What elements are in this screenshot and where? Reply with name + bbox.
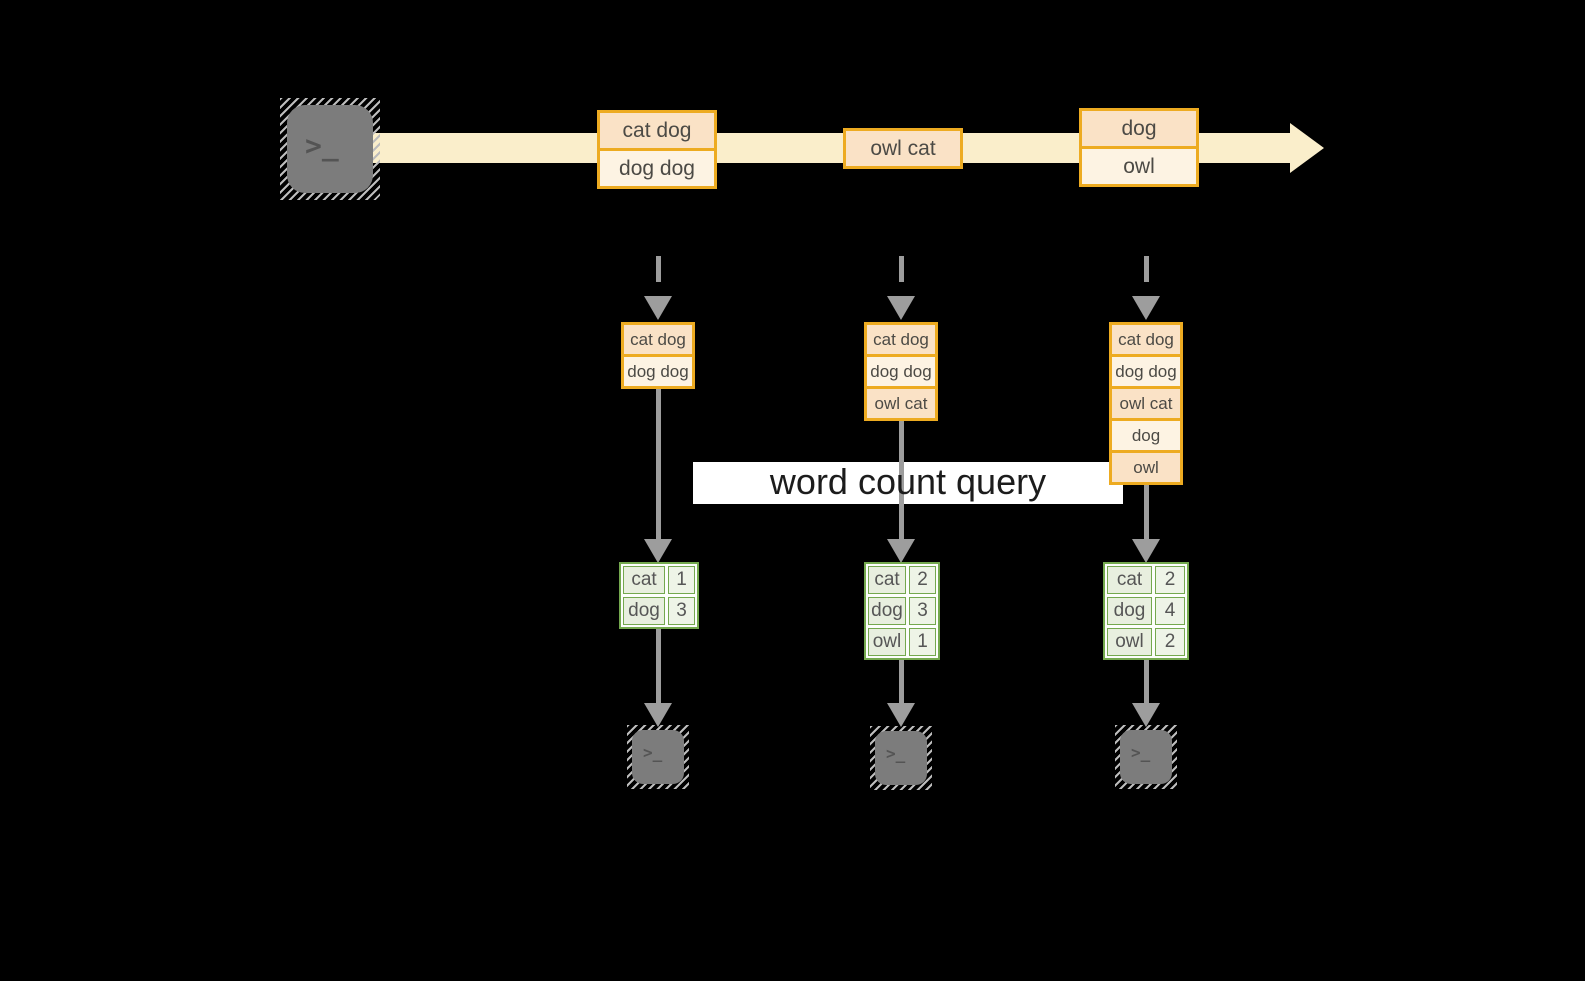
terminal-sink-body: >_ xyxy=(1120,730,1172,784)
result-count-cell: 2 xyxy=(909,566,936,594)
dashed-arrow-head-icon xyxy=(644,296,672,320)
batch-record: owl cat xyxy=(846,131,960,166)
result-word-cell: owl xyxy=(868,628,906,656)
input-record: owl xyxy=(1112,450,1180,482)
arrow-head-icon xyxy=(1132,703,1160,727)
input-record: dog xyxy=(1112,418,1180,450)
result-word-cell: owl xyxy=(1107,628,1152,656)
input-record: owl cat xyxy=(1112,386,1180,418)
terminal-source-body: >_ xyxy=(287,105,373,193)
result-count-cell: 3 xyxy=(909,597,936,625)
terminal-sink-body: >_ xyxy=(632,730,684,784)
arrow-result-to-sink-line xyxy=(898,660,904,703)
input-record: dog dog xyxy=(1112,354,1180,386)
batch-record: dog xyxy=(1082,111,1196,146)
arrow-head-icon xyxy=(1132,539,1160,563)
arrow-head-icon xyxy=(644,703,672,727)
stream-timeline-arrowhead-icon xyxy=(1290,123,1324,173)
terminal-sink-body: >_ xyxy=(875,731,927,785)
terminal-prompt-glyph: >_ xyxy=(305,129,339,162)
result-count-cell: 1 xyxy=(668,566,695,594)
dashed-arrow-head-icon xyxy=(887,296,915,320)
terminal-prompt-glyph: >_ xyxy=(643,743,663,762)
input-record: dog dog xyxy=(624,354,692,386)
result-word-cell: cat xyxy=(868,566,906,594)
arrow-head-icon xyxy=(887,703,915,727)
query-label-wrap: word count query xyxy=(693,458,1123,506)
dashed-arrow-head-icon xyxy=(1132,296,1160,320)
batch-record: owl xyxy=(1082,146,1196,184)
terminal-sink-icon: >_ xyxy=(1115,725,1177,789)
dashed-arrow-line xyxy=(655,256,661,296)
result-count-cell: 4 xyxy=(1155,597,1185,625)
result-word-cell: dog xyxy=(868,597,906,625)
arrow-result-to-sink-line xyxy=(655,629,661,703)
terminal-prompt-glyph: >_ xyxy=(1131,743,1151,762)
input-record: cat dog xyxy=(1112,325,1180,354)
result-count-cell: 2 xyxy=(1155,566,1185,594)
batch-record: cat dog xyxy=(600,113,714,148)
arrow-head-icon xyxy=(887,539,915,563)
query-band xyxy=(693,462,1123,504)
result-word-cell: cat xyxy=(623,566,665,594)
arrow-result-to-sink-line xyxy=(1143,658,1149,703)
input-record: owl cat xyxy=(867,386,935,418)
query-label: word count query xyxy=(769,461,1047,502)
result-word-cell: cat xyxy=(1107,566,1152,594)
arrow-input-to-result-line xyxy=(655,389,661,539)
result-word-cell: dog xyxy=(623,597,665,625)
terminal-prompt-glyph: >_ xyxy=(886,744,906,763)
batch-record: dog dog xyxy=(600,148,714,186)
result-count-cell: 2 xyxy=(1155,628,1185,656)
input-record: dog dog xyxy=(867,354,935,386)
input-record: cat dog xyxy=(624,325,692,354)
result-word-cell: dog xyxy=(1107,597,1152,625)
dashed-arrow-line xyxy=(1143,256,1149,296)
result-count-cell: 1 xyxy=(909,628,936,656)
dashed-arrow-line xyxy=(898,256,904,296)
arrow-input-to-result-line xyxy=(898,421,904,539)
arrow-head-icon xyxy=(644,539,672,563)
result-count-cell: 3 xyxy=(668,597,695,625)
terminal-source-icon: >_ xyxy=(280,98,380,200)
terminal-sink-icon: >_ xyxy=(627,725,689,789)
input-record: cat dog xyxy=(867,325,935,354)
terminal-sink-icon: >_ xyxy=(870,726,932,790)
stream-batch-box: owl cat xyxy=(843,128,963,169)
arrow-input-to-result-line xyxy=(1143,485,1149,539)
